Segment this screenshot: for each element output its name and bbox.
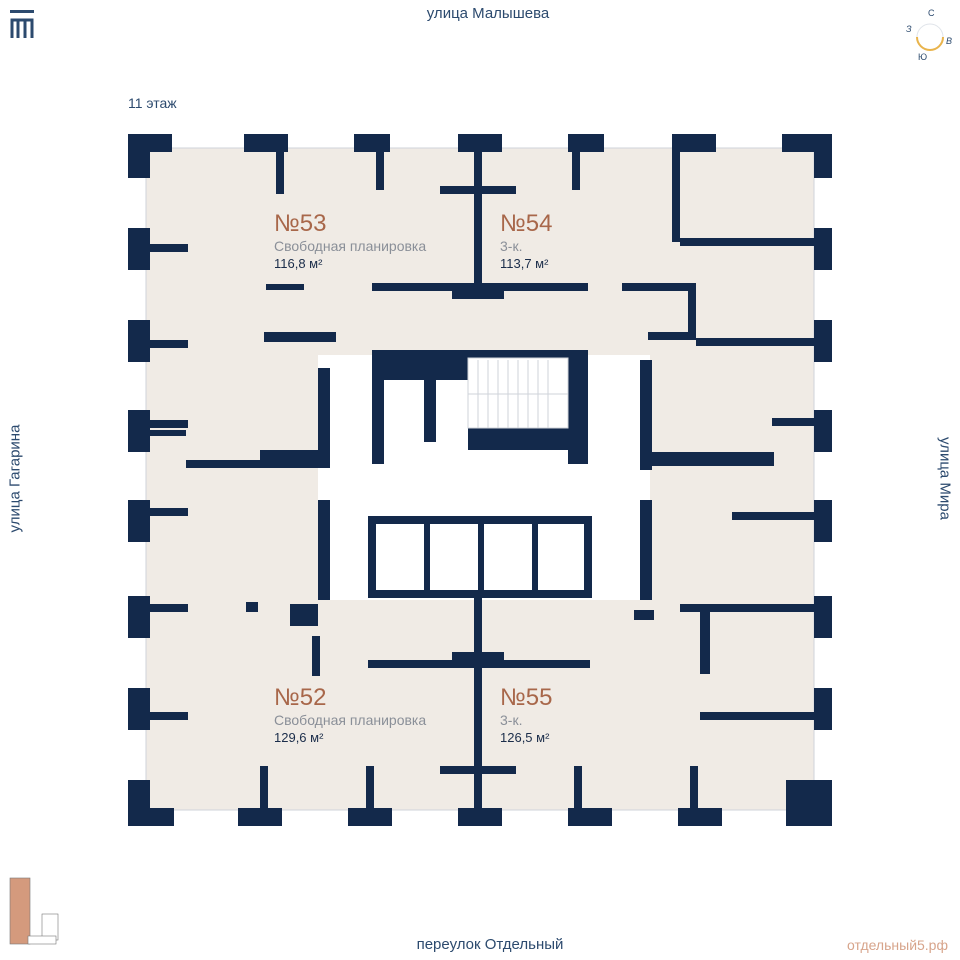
compass-east-label: В bbox=[946, 36, 952, 46]
apartment-number: №53 bbox=[274, 210, 327, 237]
apartment-number: №52 bbox=[274, 684, 327, 711]
apartment-number: №55 bbox=[500, 684, 553, 711]
street-north: улица Малышева bbox=[426, 5, 550, 22]
apartment-number: №54 bbox=[500, 210, 553, 237]
apartment-type: 3-к. bbox=[500, 712, 523, 728]
compass: С З В Ю bbox=[900, 2, 960, 62]
logo bbox=[10, 10, 34, 40]
compass-south-label: Ю bbox=[918, 52, 927, 62]
apartment-area: 129,6 м² bbox=[274, 730, 324, 745]
street-south: переулок Отдельный bbox=[416, 936, 564, 953]
apartment-type: 3-к. bbox=[500, 238, 523, 254]
walls bbox=[128, 134, 832, 826]
building-location-icon bbox=[9, 877, 59, 945]
apartment-type: Свободная планировка bbox=[274, 238, 427, 254]
apartment-55[interactable]: №55 3-к. 126,5 м² bbox=[500, 684, 552, 745]
floor-label: 11 этаж bbox=[128, 95, 177, 111]
apartment-type: Свободная планировка bbox=[274, 712, 427, 728]
apartment-52[interactable]: №52 Свободная планировка 129,6 м² bbox=[274, 684, 426, 745]
apartment-53[interactable]: №53 Свободная планировка 116,8 м² bbox=[274, 210, 426, 271]
apartment-area: 116,8 м² bbox=[274, 256, 323, 271]
apartment-54[interactable]: №54 3-к. 113,7 м² bbox=[500, 210, 552, 271]
compass-north-label: С bbox=[928, 8, 935, 18]
apartment-area: 126,5 м² bbox=[500, 730, 550, 745]
compass-west-label: З bbox=[906, 24, 912, 34]
website-link[interactable]: отдельный5.рф bbox=[847, 937, 948, 953]
staircase bbox=[467, 357, 569, 429]
apartment-area: 113,7 м² bbox=[500, 256, 549, 271]
